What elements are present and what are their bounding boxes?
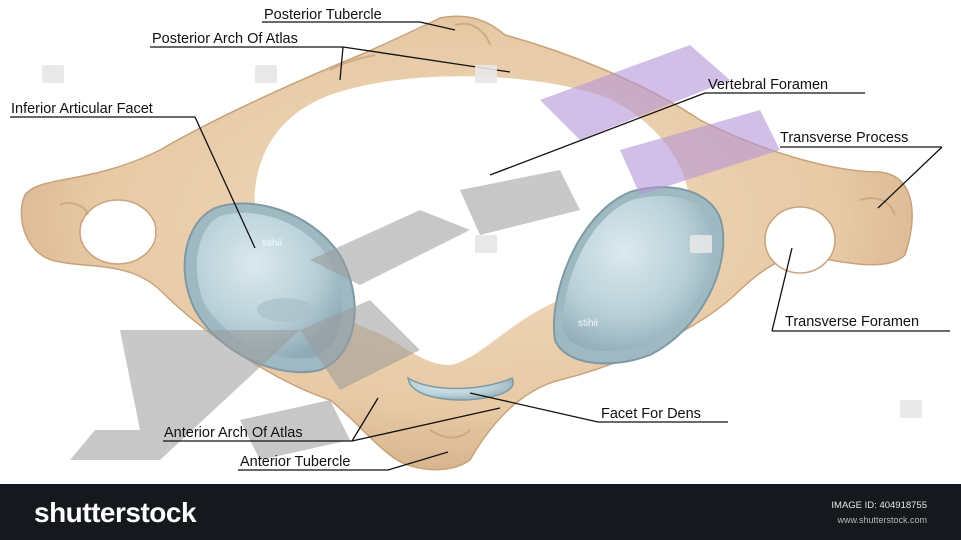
shutterstock-logo: shutterstock (34, 497, 197, 528)
transverse-foramen-right-opening (764, 206, 836, 274)
label-anterior-tubercle: Anterior Tubercle (240, 454, 351, 470)
image-id: IMAGE ID: 404918755 (831, 500, 927, 511)
label-vertebral-foramen: Vertebral Foramen (708, 77, 829, 93)
purple-watermark (540, 45, 780, 195)
site-url: www.shutterstock.com (837, 515, 927, 525)
label-transverse-process: Transverse Process (780, 130, 909, 146)
atlas-vertebra-illustration (10, 15, 950, 471)
label-transverse-foramen: Transverse Foramen (785, 314, 920, 330)
label-anterior-arch: Anterior Arch Of Atlas (164, 425, 303, 441)
bone-texture (59, 22, 896, 439)
label-inferior-articular-facet: Inferior Articular Facet (11, 101, 153, 117)
label-posterior-tubercle: Posterior Tubercle (264, 7, 382, 23)
watermark-text-right: stihii (578, 318, 599, 329)
watermark-stamps (42, 65, 922, 418)
footer-bar (0, 484, 961, 540)
facet-for-dens-surface (407, 376, 514, 401)
large-watermark (70, 170, 580, 460)
label-posterior-arch: Posterior Arch Of Atlas (152, 31, 298, 47)
facet-right (553, 186, 725, 365)
leader-lines (10, 21, 950, 471)
watermark-text-left: stihii (262, 238, 283, 249)
label-facet-for-dens: Facet For Dens (601, 406, 701, 422)
transverse-foramen-left-opening (79, 199, 157, 265)
